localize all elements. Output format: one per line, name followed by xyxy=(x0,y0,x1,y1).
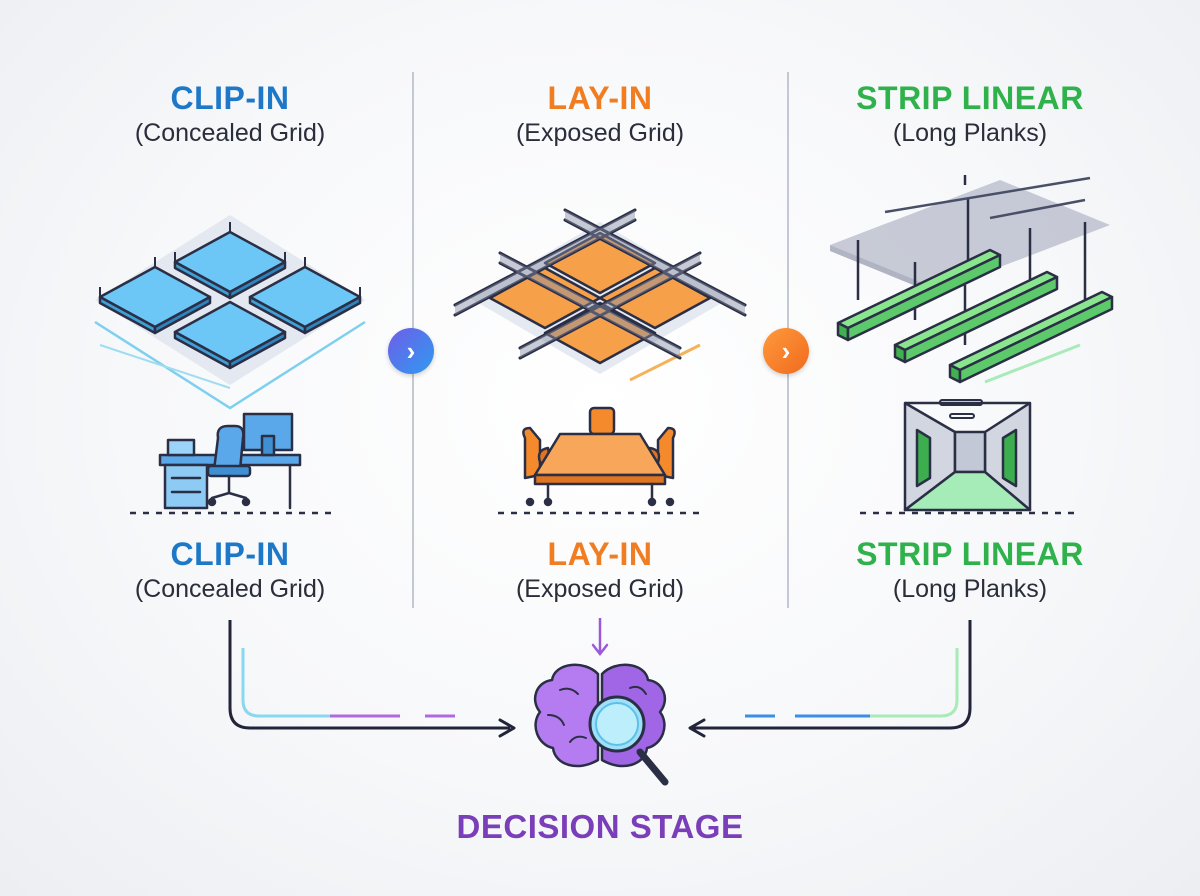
strip-linear-label-subtitle: (Long Planks) xyxy=(892,575,1048,603)
lay-in-label: LAY-IN xyxy=(547,536,653,572)
strip-linear-label: STRIP LINEAR xyxy=(856,536,1084,572)
strip-linear-title: STRIP LINEAR xyxy=(856,80,1084,116)
middle-down-arrow xyxy=(591,618,609,657)
clip-in-subtitle: (Concealed Grid) xyxy=(134,119,326,147)
chevron-right-icon: › xyxy=(388,328,434,374)
decision-stage-label: DECISION STAGE xyxy=(456,808,744,845)
lay-in-title: LAY-IN xyxy=(547,80,653,116)
right-connector xyxy=(688,620,972,738)
strip-linear-subtitle: (Long Planks) xyxy=(892,119,1048,147)
lay-in-label-subtitle: (Exposed Grid) xyxy=(515,575,685,603)
left-connector xyxy=(228,620,516,738)
clip-in-label: CLIP-IN xyxy=(170,536,290,572)
clip-in-label-subtitle: (Concealed Grid) xyxy=(134,575,326,603)
clip-in-title: CLIP-IN xyxy=(170,80,290,116)
lay-in-subtitle: (Exposed Grid) xyxy=(515,119,685,147)
chevron-right-icon: › xyxy=(763,328,809,374)
